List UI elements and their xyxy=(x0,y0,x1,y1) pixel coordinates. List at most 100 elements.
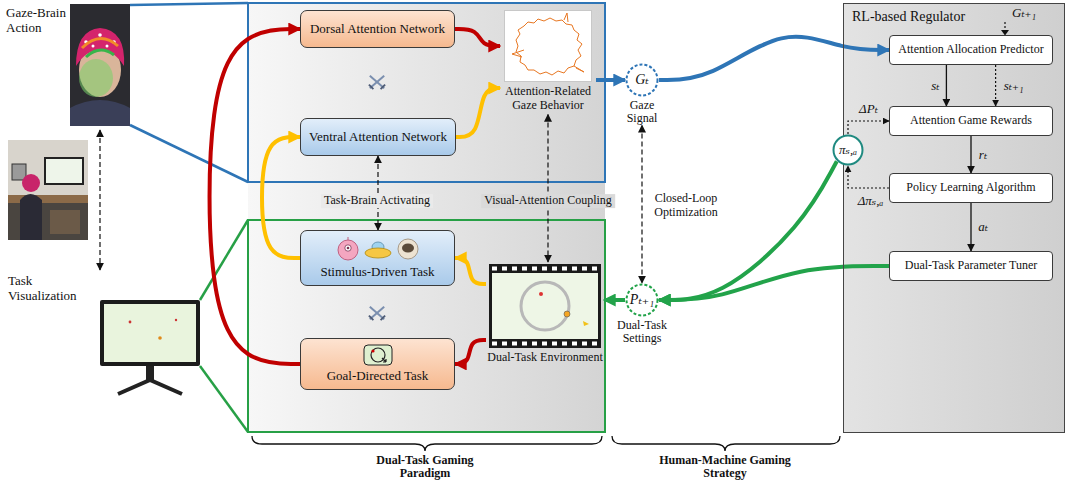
connector xyxy=(99,130,100,270)
illustration-part xyxy=(175,319,177,321)
brackets xyxy=(252,436,840,451)
connector xyxy=(377,156,378,230)
edge-label: sₜ₊₁ xyxy=(1004,78,1024,93)
signal-circle: GₜGaze Signal xyxy=(622,63,662,125)
illustration-part xyxy=(76,28,124,66)
math-label: Gₜ₊₁ xyxy=(1012,6,1036,20)
display-panel: Task Visualization xyxy=(4,270,204,402)
policy-circle: πₛ,ₐ xyxy=(832,134,864,166)
figure-caption: Attention-Related Gaze Behavior xyxy=(500,85,596,113)
figure-image xyxy=(489,264,601,348)
connector xyxy=(970,203,971,251)
panel-ground xyxy=(248,3,605,432)
edge-label-holder: Δπₛ,ₐ xyxy=(858,194,884,209)
illustration-part xyxy=(1004,22,1005,31)
box-label: Policy Learning Algorithm xyxy=(906,181,1035,195)
connector xyxy=(210,29,300,364)
figure-art xyxy=(505,11,592,82)
edge-label-holder: sₜ₊₁ xyxy=(1004,78,1024,93)
illustration-part xyxy=(158,336,162,340)
task-box: Stimulus-Driven Task xyxy=(300,230,455,286)
edge-label: sₜ xyxy=(931,78,939,93)
edge-label: aₜ xyxy=(978,220,988,235)
edge-label-holder: ΔPₜ xyxy=(859,101,878,116)
illustration-part xyxy=(98,33,102,37)
illustration-part xyxy=(82,38,118,48)
edge-label: ΔPₜ xyxy=(859,101,878,116)
circle-shape: Gₜ xyxy=(625,63,659,97)
connector xyxy=(455,258,486,284)
network-box: Ventral Attention Network xyxy=(300,118,456,156)
section-label: Dual-Task Gaming Paradigm xyxy=(365,454,485,479)
illustration-part xyxy=(252,436,602,451)
signal-circle: Pₜ₊₁Dual-Task Settings xyxy=(614,283,670,345)
connector xyxy=(455,29,500,46)
box-label: Stimulus-Driven Task xyxy=(320,265,434,280)
connector xyxy=(848,121,889,134)
edge-label-holder: Task-Brain Activating xyxy=(321,194,433,208)
edge-label-holder: aₜ xyxy=(978,220,988,235)
connector xyxy=(946,65,947,106)
brain-panel xyxy=(248,3,605,182)
box-label: Dual-Task Parameter Tuner xyxy=(905,259,1037,273)
task-icon xyxy=(363,344,393,366)
illustration-part xyxy=(45,158,83,184)
illustration-part xyxy=(130,3,248,5)
regulator-ground xyxy=(843,3,1065,433)
illustration-part xyxy=(100,300,200,366)
illustration-part xyxy=(200,220,248,300)
connector xyxy=(456,88,500,137)
connector xyxy=(604,298,625,302)
connector xyxy=(659,161,837,300)
illustration-part xyxy=(8,140,88,195)
edge-label: Task-Brain Activating xyxy=(324,194,430,208)
feedback-arrow xyxy=(1001,22,1009,36)
edge-label-holder: sₜ xyxy=(931,78,939,93)
illustration-part xyxy=(129,321,132,324)
illustration-part xyxy=(612,436,840,451)
edge-label: Δπₛ,ₐ xyxy=(858,194,884,209)
illustration-part xyxy=(20,194,42,240)
process-box: Attention Allocation Predictor xyxy=(889,35,1053,65)
task-icon xyxy=(333,236,423,262)
box-label: Dorsal Attention Network xyxy=(310,22,445,37)
environment-view: Dual-Task Environment xyxy=(486,262,604,367)
box-label: Attention Game Rewards xyxy=(910,114,1032,128)
task-monitor xyxy=(100,300,200,394)
edge-label: rₜ xyxy=(979,147,987,162)
swords-icon xyxy=(369,76,385,90)
process-box: Policy Learning Algorithm xyxy=(889,173,1053,203)
middle-panels xyxy=(248,3,605,432)
math-symbol: Pₜ₊₁ xyxy=(625,283,659,317)
connector xyxy=(547,115,548,262)
illustration-part xyxy=(200,366,248,432)
box-label: Attention Allocation Predictor xyxy=(898,43,1043,57)
edge-label-holder: rₜ xyxy=(979,147,987,162)
connector xyxy=(659,37,889,80)
circle-caption: Dual-Task Settings xyxy=(614,319,670,345)
zoom-lines xyxy=(130,3,248,432)
illustration-part xyxy=(104,304,196,362)
task-icon-art xyxy=(364,345,392,365)
photo-caption: Gaze-Brain Action xyxy=(6,6,70,36)
connector xyxy=(262,137,300,258)
swords-icon xyxy=(369,307,385,321)
figure-image xyxy=(504,10,592,82)
connector xyxy=(641,125,642,283)
math-symbol: πₛ,ₐ xyxy=(832,134,864,166)
task-icon-art xyxy=(338,237,418,260)
illustration-part xyxy=(106,45,109,48)
illustration-part xyxy=(118,380,182,394)
circle-shape: πₛ,ₐ xyxy=(832,134,864,166)
setup-photo xyxy=(8,140,88,240)
illustration-part xyxy=(92,45,95,48)
section-label: Human-Machine Gaming Strategy xyxy=(655,454,795,479)
task-panel xyxy=(248,220,605,432)
connector xyxy=(995,65,996,106)
connector xyxy=(848,166,889,188)
box-label: Goal-Directed Task xyxy=(327,369,429,384)
edge-label: Visual-Attention Coupling xyxy=(484,194,612,208)
illustration-part xyxy=(70,100,130,126)
gaze-plot: Attention-Related Gaze Behavior xyxy=(500,8,596,115)
